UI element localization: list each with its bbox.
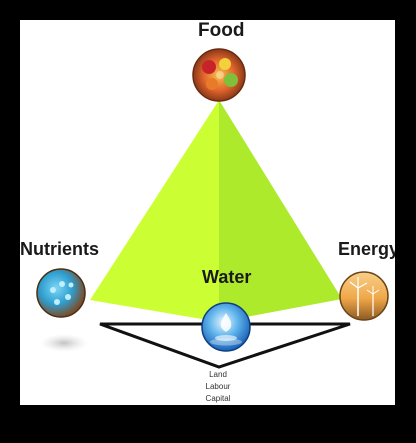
food-icon [192, 48, 246, 102]
pyramid-right-face [219, 100, 342, 322]
water-drop-icon [201, 302, 251, 352]
nutrients-label: Nutrients [20, 239, 100, 259]
food-label: Food [198, 20, 245, 41]
diagram-panel: Food Nutrients Energy Water Land Labour … [20, 20, 395, 405]
fertilizer-icon [36, 268, 88, 352]
factor-capital: Capital [205, 394, 231, 403]
energy-label: Energy [338, 239, 395, 259]
water-label: Water [202, 267, 252, 287]
pyramid-graphic [36, 48, 389, 369]
wind-turbine-icon [339, 271, 389, 321]
factor-land: Land [209, 370, 227, 379]
factor-labour: Labour [205, 382, 231, 391]
pyramid-left-face [90, 100, 219, 322]
